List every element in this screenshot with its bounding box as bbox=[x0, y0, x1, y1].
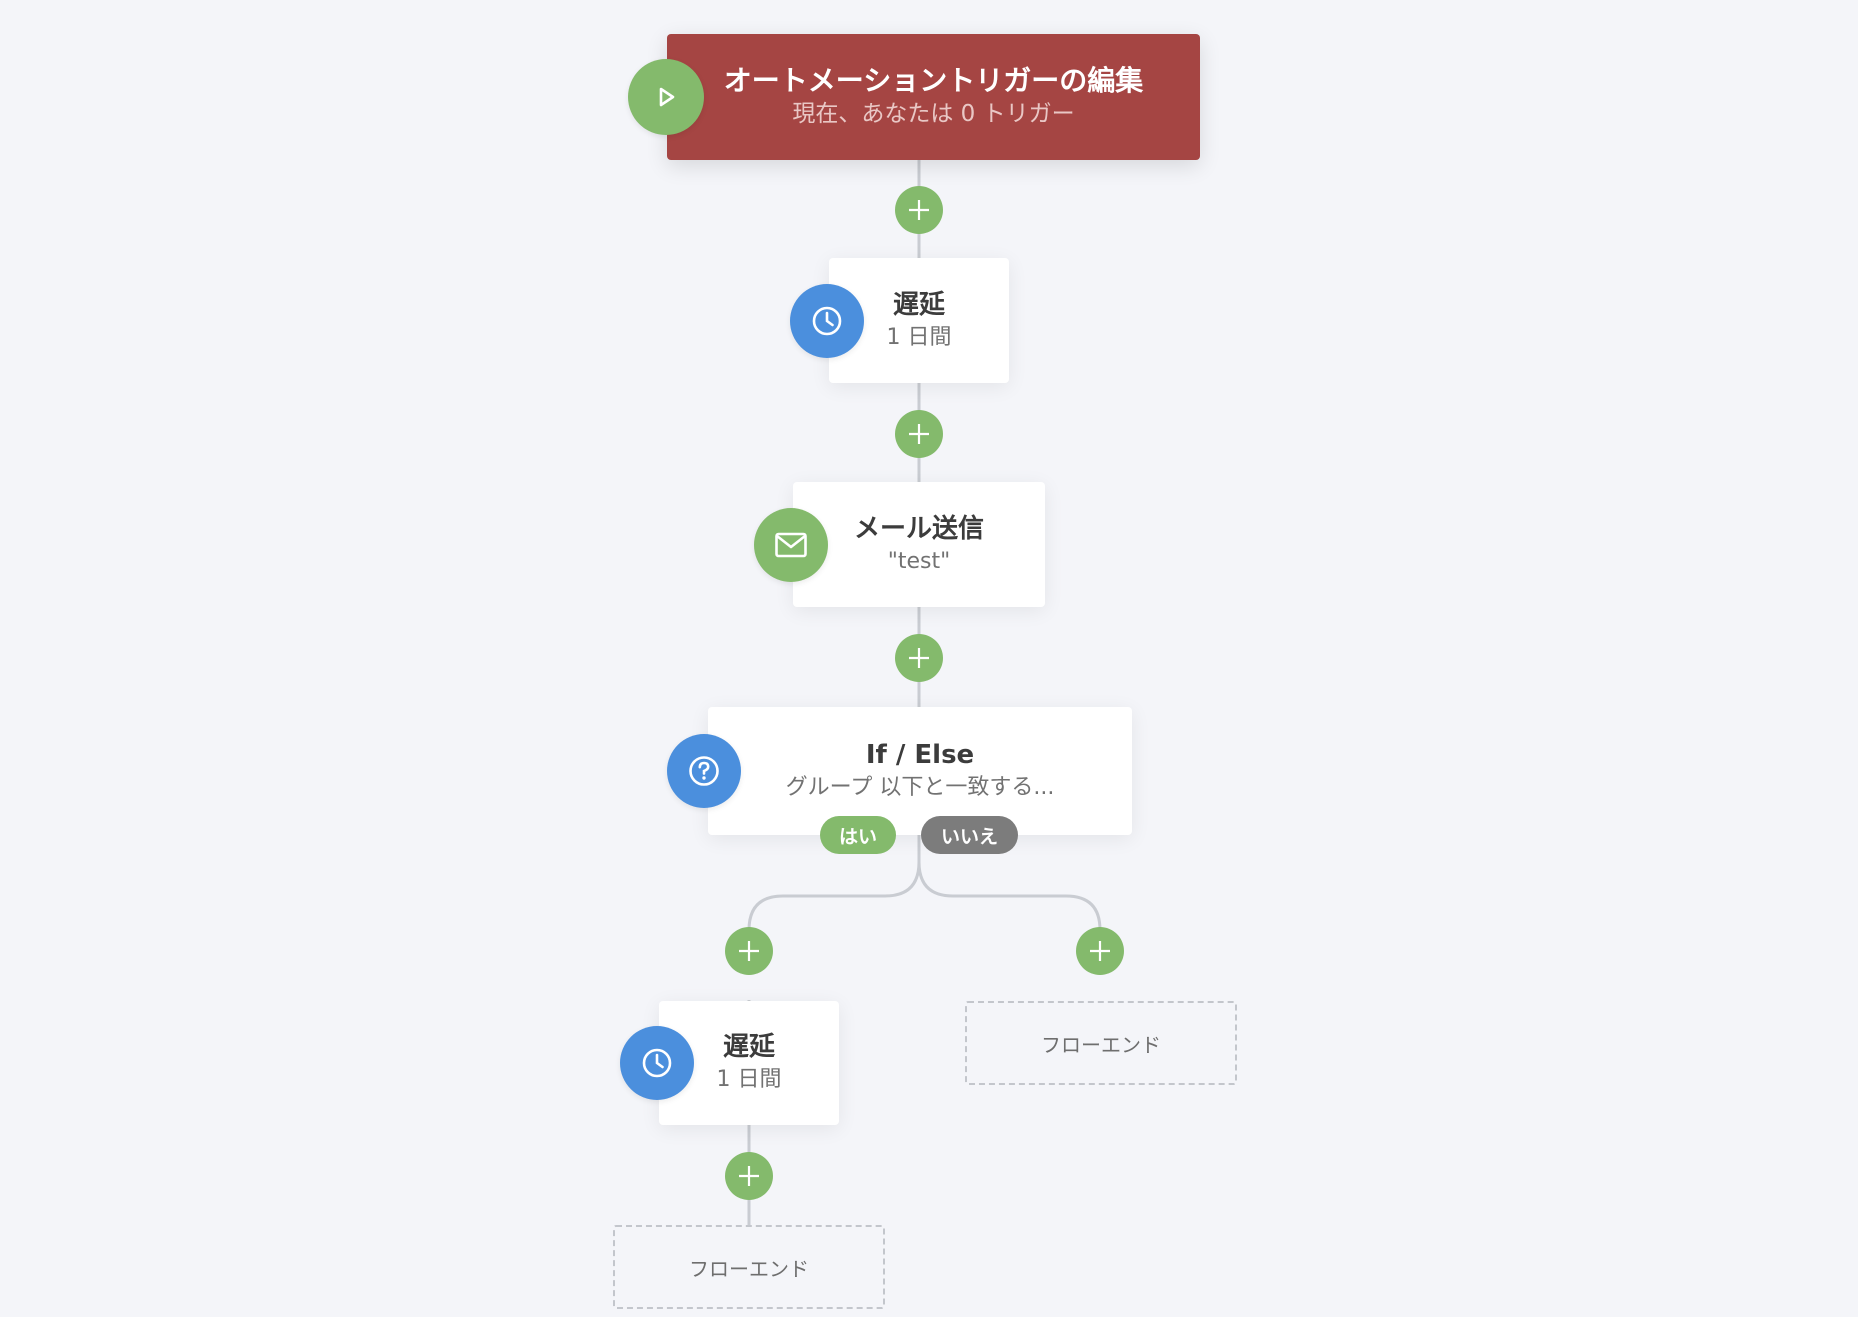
add-step-button[interactable] bbox=[895, 410, 943, 458]
play-icon[interactable] bbox=[628, 59, 704, 135]
email-subtitle: "test" bbox=[887, 548, 951, 574]
plus-icon bbox=[909, 200, 929, 220]
plus-icon bbox=[1090, 941, 1110, 961]
delay-subtitle: 1 日間 bbox=[886, 324, 952, 350]
plus-icon bbox=[739, 1166, 759, 1186]
delay-step-card-yes-branch[interactable]: 遅延 1 日間 bbox=[659, 1001, 839, 1125]
delay-step-card[interactable]: 遅延 1 日間 bbox=[829, 258, 1009, 383]
clock-icon bbox=[790, 284, 864, 358]
add-step-button-no-branch[interactable] bbox=[1076, 927, 1124, 975]
add-step-button-yes-branch[interactable] bbox=[725, 927, 773, 975]
plus-icon bbox=[909, 648, 929, 668]
if-else-title: If / Else bbox=[865, 740, 975, 770]
plus-icon bbox=[739, 941, 759, 961]
delay-subtitle: 1 日間 bbox=[716, 1067, 782, 1092]
add-step-button[interactable] bbox=[895, 634, 943, 682]
connector-branch-yes bbox=[747, 835, 921, 951]
delay-title: 遅延 bbox=[722, 1032, 775, 1062]
trigger-title: オートメーショントリガーの編集 bbox=[723, 64, 1144, 97]
mail-icon bbox=[754, 508, 828, 582]
automation-trigger-card[interactable]: オートメーショントリガーの編集 現在、あなたは 0 トリガー bbox=[667, 34, 1200, 160]
delay-title: 遅延 bbox=[892, 289, 945, 320]
trigger-subtitle: 現在、あなたは 0 トリガー bbox=[792, 101, 1075, 127]
question-icon bbox=[667, 734, 741, 808]
send-email-step-card[interactable]: メール送信 "test" bbox=[793, 482, 1045, 607]
flow-end-no-branch: フローエンド bbox=[965, 1001, 1237, 1085]
plus-icon bbox=[909, 424, 929, 444]
flow-end-yes-branch: フローエンド bbox=[613, 1225, 885, 1309]
add-step-button[interactable] bbox=[725, 1152, 773, 1200]
if-else-step-card[interactable]: If / Else グループ 以下と一致する... bbox=[708, 707, 1132, 835]
clock-icon bbox=[620, 1026, 694, 1100]
connector-branch-no bbox=[917, 835, 1102, 951]
branch-yes-label[interactable]: はい bbox=[820, 816, 896, 854]
add-step-button[interactable] bbox=[895, 186, 943, 234]
email-title: メール送信 bbox=[853, 513, 984, 544]
branch-no-label[interactable]: いいえ bbox=[921, 816, 1018, 854]
if-else-subtitle: グループ 以下と一致する... bbox=[785, 775, 1055, 800]
